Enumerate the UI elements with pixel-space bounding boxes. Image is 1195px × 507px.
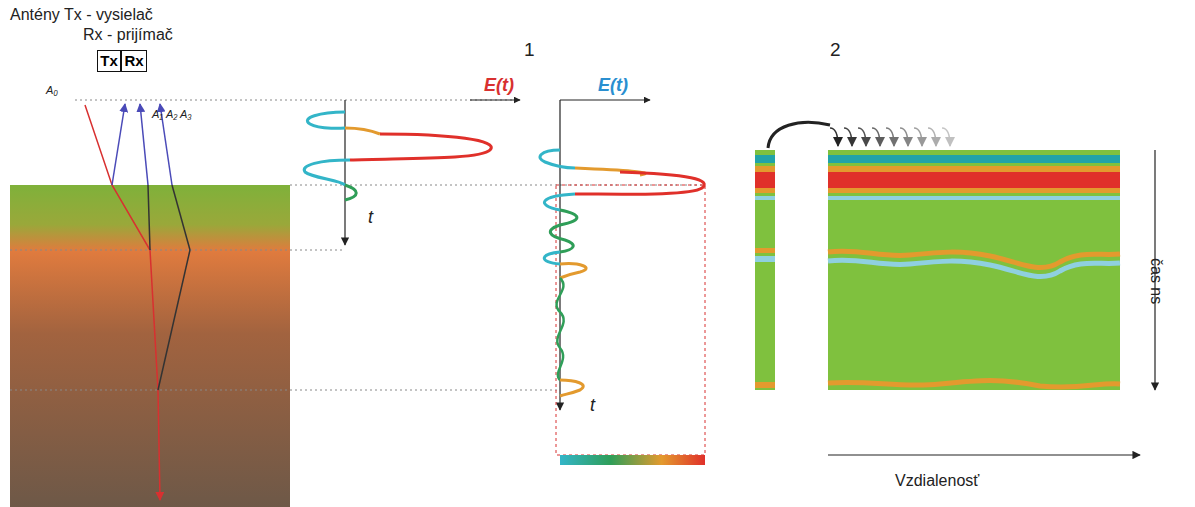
- stack-arrow: [886, 128, 894, 146]
- stack-arrow: [942, 128, 950, 146]
- stack-arrow: [900, 128, 908, 146]
- field-label: E(t): [484, 76, 514, 96]
- source-wavelet: [304, 100, 491, 245]
- ground-section: [10, 185, 290, 507]
- antenna-caption: Rx - prijímač: [83, 26, 173, 44]
- stack-arrow: [928, 128, 936, 146]
- ray-paths: [85, 104, 190, 500]
- axis-arrows: [828, 150, 1155, 455]
- radargram: [755, 122, 1120, 390]
- axis-title: čas ns: [1147, 258, 1165, 304]
- amplitude-label: A₁: [152, 108, 163, 120]
- time-label: t: [590, 396, 595, 416]
- field-label: E(t): [598, 76, 628, 96]
- antenna-label: Tx: [98, 53, 120, 68]
- axis-title: Vzdialenosť: [895, 472, 979, 490]
- stack-arrow: [914, 128, 922, 146]
- antenna-box: Rx: [121, 50, 147, 72]
- stack-arrow: [844, 128, 852, 146]
- panel-number: 2: [830, 40, 841, 61]
- time-axis: [470, 100, 520, 101]
- antenna-caption: Antény Tx - vysielač: [10, 6, 153, 24]
- antenna-box: Tx: [97, 50, 121, 72]
- trace-stacking-arrows: [830, 128, 950, 146]
- antenna-label: Rx: [122, 53, 146, 68]
- time-label: t: [368, 208, 373, 228]
- amplitude-label: A₃: [180, 108, 192, 120]
- amplitude-label: A₀: [46, 84, 58, 96]
- stack-arrow: [830, 128, 838, 146]
- stack-arrow: [858, 128, 866, 146]
- panel-number: 1: [524, 40, 535, 61]
- stack-arrow: [872, 128, 880, 146]
- received-trace: [540, 100, 705, 465]
- guide-lines: [10, 100, 705, 390]
- amplitude-label: A₂: [166, 108, 178, 120]
